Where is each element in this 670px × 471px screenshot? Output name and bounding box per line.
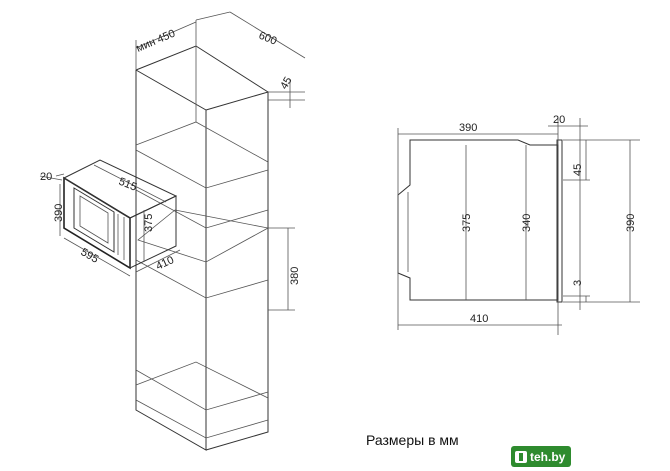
dim-micro-width: 515 [117,176,139,194]
dim-cabinet-width: 600 [257,30,279,48]
niche-shelf [137,209,270,263]
caption: Размеры в мм [366,432,459,448]
logo-text: teh.by [530,449,566,464]
teh-logo[interactable]: teh.by [511,446,572,467]
dim-cabinet-gap-top: 45 [278,75,295,92]
dim-micro-depth: 410 [154,254,176,273]
dim-side-frame-height: 390 [625,214,637,232]
tall-cabinet [135,45,269,451]
dim-cabinet-depth-min: мин 450 [134,28,177,55]
dim-micro-frame-thickness: 20 [40,171,52,183]
dim-side-total-depth: 410 [470,313,488,325]
microwave [62,159,178,270]
dim-niche-height: 380 [289,267,301,285]
dim-micro-height: 375 [143,214,155,232]
dim-side-frame-thickness: 20 [553,114,565,126]
microwave-dimension-lines [39,164,181,277]
dim-micro-frame-height: 390 [53,204,65,222]
cabinet-dimension-lines [135,11,306,311]
dim-side-gap-bottom: 3 [572,280,584,286]
dim-side-depth: 390 [459,122,477,134]
dim-side-height: 375 [461,214,473,232]
side-view [397,118,640,335]
dim-side-inner-height: 340 [521,214,533,232]
dim-side-gap-top: 45 [572,164,584,176]
teh-logo-icon [515,450,527,463]
dim-micro-frame-width: 595 [79,246,101,266]
